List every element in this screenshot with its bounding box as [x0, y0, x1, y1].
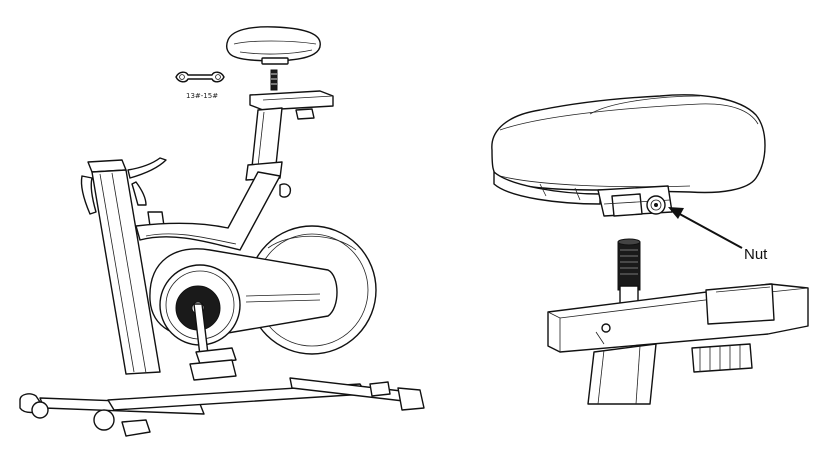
seat-cushion	[491, 94, 766, 205]
crank-housing	[149, 248, 338, 381]
nut-label: Nut	[744, 246, 768, 263]
bike-overview: 13#-15#	[19, 26, 425, 437]
seat-post-detail	[587, 343, 657, 405]
seat-slider-detail	[547, 283, 809, 353]
pointer-arrow	[668, 207, 743, 249]
seat-exploded	[225, 26, 321, 65]
wrench-icon	[175, 71, 225, 83]
bike-frame	[91, 169, 281, 375]
seat-post	[245, 107, 292, 198]
seat-nut	[646, 195, 666, 215]
bike-base	[19, 377, 425, 437]
handlebar	[80, 157, 167, 227]
adjustment-knob	[691, 343, 753, 373]
wrench-size-label: 13#-15#	[186, 92, 218, 100]
seat-detail-view: Nut	[491, 94, 809, 405]
seat-slider	[249, 90, 334, 120]
seat-bolt	[270, 69, 278, 91]
threaded-bolt	[617, 238, 641, 305]
